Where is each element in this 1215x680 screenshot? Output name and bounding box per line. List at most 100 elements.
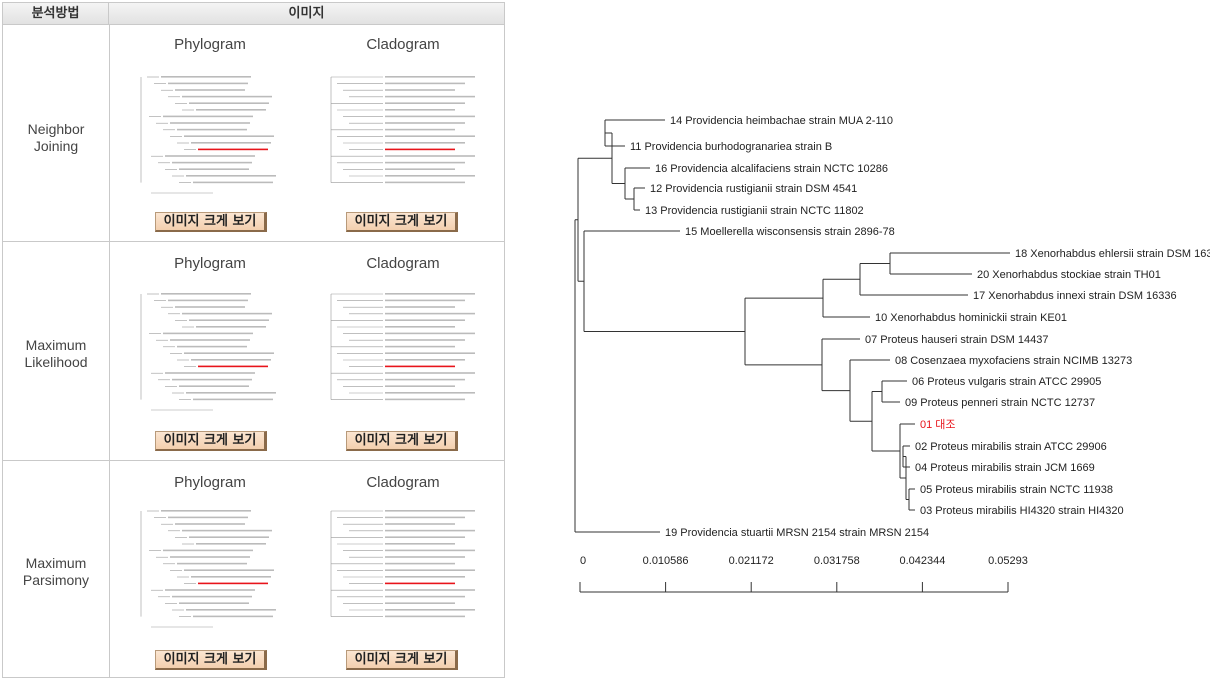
thumbnail-leaf-label bbox=[385, 372, 475, 374]
thumbnail-leaf-label bbox=[385, 168, 455, 170]
thumbnail-leaf-label bbox=[385, 569, 475, 571]
scale-tick-label: 0.021172 bbox=[729, 555, 774, 567]
thumbnail-leaf-label bbox=[385, 529, 475, 532]
thumbnail-leaf-label bbox=[385, 516, 465, 519]
row-divider bbox=[3, 460, 504, 461]
header-method: 분석방법 bbox=[3, 3, 109, 25]
thumbnail-leaf-label bbox=[385, 128, 455, 131]
view-large-button[interactable]: 이미지 크게 보기 bbox=[155, 650, 267, 670]
view-large-button[interactable]: 이미지 크게 보기 bbox=[346, 431, 458, 451]
thumbnail-leaf-label bbox=[385, 89, 455, 91]
cladogram-title: Cladogram bbox=[366, 474, 440, 491]
analysis-method-table: 분석방법 이미지 Neighbor Joining Phylogram Clad… bbox=[2, 2, 505, 678]
thumbnail-leaf-label bbox=[179, 168, 249, 170]
tree-leaf-label: 19 Providencia stuartii MRSN 2154 strain… bbox=[665, 527, 929, 539]
tree-leaf-label: 04 Proteus mirabilis strain JCM 1669 bbox=[915, 462, 1095, 474]
thumbnail-leaf-label bbox=[163, 115, 253, 118]
thumbnail-leaf-label bbox=[172, 378, 252, 381]
thumbnail-leaf-label bbox=[385, 82, 465, 85]
thumbnail-leaf-label bbox=[184, 135, 274, 137]
cladogram-thumbnail-ml[interactable] bbox=[323, 288, 503, 416]
thumbnail-leaf-label bbox=[385, 339, 465, 341]
thumbnail-leaf-label bbox=[385, 523, 455, 525]
thumbnail-leaf-label bbox=[170, 122, 250, 124]
view-large-button[interactable]: 이미지 크게 보기 bbox=[346, 212, 458, 232]
cladogram-thumbnail-mp[interactable] bbox=[323, 505, 503, 633]
thumbnail-leaf-label bbox=[385, 378, 465, 381]
thumbnail-leaf-label bbox=[193, 181, 273, 184]
thumbnail-leaf-label bbox=[165, 372, 255, 374]
tree-leaf-label: 17 Xenorhabdus innexi strain DSM 16336 bbox=[973, 290, 1177, 302]
thumbnail-leaf-label bbox=[175, 306, 245, 308]
thumbnail-leaf-label bbox=[186, 392, 276, 394]
phylogram-title: Phylogram bbox=[174, 474, 246, 491]
tree-leaf-label: 13 Providencia rustigianii strain NCTC 1… bbox=[645, 205, 864, 217]
thumbnail-leaf-label bbox=[385, 95, 475, 98]
thumbnail-leaf-label bbox=[191, 576, 271, 578]
thumbnail-leaf-label bbox=[385, 299, 465, 302]
thumbnail-leaf-label bbox=[186, 175, 276, 177]
thumbnail-leaf-label bbox=[193, 398, 273, 401]
tree-leaf-label: 07 Proteus hauseri strain DSM 14437 bbox=[865, 334, 1048, 346]
scale-bar bbox=[579, 582, 1009, 593]
phylogram-title: Phylogram bbox=[174, 255, 246, 272]
thumbnail-leaf-label bbox=[385, 115, 475, 118]
thumbnail-leaf-label bbox=[191, 359, 271, 361]
thumbnail-leaf-label bbox=[172, 595, 252, 598]
thumbnail-leaf-label bbox=[196, 109, 266, 111]
thumbnail-leaf-label bbox=[385, 135, 475, 137]
thumbnail-leaf-label bbox=[163, 332, 253, 335]
tree-leaf-label: 11 Providencia burhodogranariea strain B bbox=[630, 141, 832, 153]
view-large-button[interactable]: 이미지 크게 보기 bbox=[346, 650, 458, 670]
view-large-button[interactable]: 이미지 크게 보기 bbox=[155, 431, 267, 451]
thumbnail-leaf-label bbox=[385, 332, 475, 335]
tree-leaf-label: 16 Providencia alcalifaciens strain NCTC… bbox=[655, 163, 888, 175]
thumbnail-leaf-label bbox=[385, 595, 465, 598]
thumbnail-leaf-label bbox=[385, 392, 475, 394]
thumbnail-leaf-label bbox=[170, 556, 250, 558]
cladogram-thumbnail-nj[interactable] bbox=[323, 71, 503, 199]
thumbnail-leaf-label bbox=[385, 109, 455, 111]
thumbnail-leaf-label bbox=[385, 615, 465, 618]
scale-tick-label: 0.010586 bbox=[643, 555, 689, 567]
method-maximum-parsimony: Maximum Parsimony bbox=[22, 555, 90, 588]
thumbnail-leaf-label bbox=[198, 148, 268, 151]
thumbnail-leaf-label bbox=[385, 175, 475, 177]
thumbnail-leaf-label bbox=[385, 556, 465, 558]
tree-leaf-label: 18 Xenorhabdus ehlersii strain DSM 16337 bbox=[1015, 248, 1210, 260]
thumbnail-leaf-label bbox=[161, 76, 251, 78]
thumbnail-leaf-label bbox=[179, 385, 249, 387]
phylogram-thumbnail-mp[interactable] bbox=[133, 505, 313, 633]
thumbnail-leaf-label bbox=[168, 299, 248, 302]
thumbnail-leaf-label bbox=[385, 562, 455, 565]
tree-leaf-label: 05 Proteus mirabilis strain NCTC 11938 bbox=[920, 484, 1113, 496]
thumbnail-leaf-label bbox=[385, 582, 455, 585]
thumbnail-leaf-label bbox=[189, 536, 269, 538]
thumbnail-leaf-label bbox=[385, 345, 455, 348]
phylogram-title: Phylogram bbox=[174, 36, 246, 53]
tree-leaf-label: 14 Providencia heimbachae strain MUA 2-1… bbox=[670, 115, 893, 127]
thumbnail-leaf-label bbox=[172, 161, 252, 164]
thumbnail-leaf-label bbox=[385, 148, 455, 151]
thumbnail-leaf-label bbox=[385, 365, 455, 368]
thumbnail-leaf-label bbox=[184, 352, 274, 354]
view-large-button[interactable]: 이미지 크게 보기 bbox=[155, 212, 267, 232]
scale-tick-label: 0 bbox=[580, 555, 586, 567]
thumbnail-leaf-label bbox=[182, 529, 272, 532]
thumbnail-leaf-label bbox=[385, 326, 455, 328]
tree-branches bbox=[574, 119, 1010, 533]
tree-leaf-label: 09 Proteus penneri strain NCTC 12737 bbox=[905, 397, 1095, 409]
thumbnail-leaf-label bbox=[179, 602, 249, 604]
tree-leaf-label: 20 Xenorhabdus stockiae strain TH01 bbox=[977, 269, 1161, 281]
thumbnail-leaf-label bbox=[385, 385, 455, 387]
thumbnail-leaf-label bbox=[385, 359, 465, 361]
tree-leaf-label: 03 Proteus mirabilis HI4320 strain HI432… bbox=[920, 505, 1124, 517]
thumbnail-leaf-label bbox=[385, 576, 465, 578]
phylogram-thumbnail-ml[interactable] bbox=[133, 288, 313, 416]
thumbnail-leaf-label bbox=[385, 181, 465, 184]
thumbnail-leaf-label bbox=[168, 516, 248, 519]
phylogram-thumbnail-nj[interactable] bbox=[133, 71, 313, 199]
thumbnail-leaf-label bbox=[189, 102, 269, 104]
tree-leaf-label: 08 Cosenzaea myxofaciens strain NCIMB 13… bbox=[895, 355, 1132, 367]
thumbnail-leaf-label bbox=[196, 326, 266, 328]
